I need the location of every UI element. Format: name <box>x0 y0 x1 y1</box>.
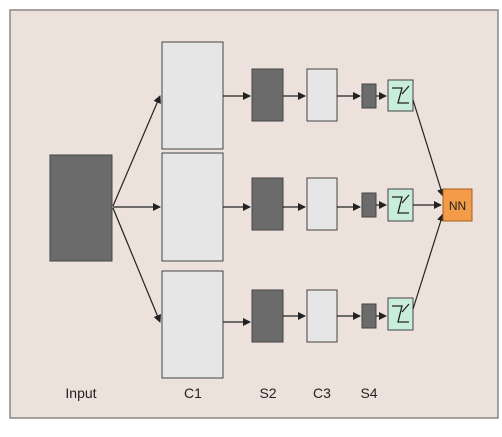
input-to-c1-top-arrow <box>112 95 161 207</box>
branch-middle <box>161 152 442 262</box>
c3-block-middle <box>306 177 338 231</box>
input-to-c1-bottom-arrow <box>112 207 162 323</box>
s2-block-middle <box>251 177 284 231</box>
c3-label: C3 <box>313 385 331 401</box>
activation-function-icon <box>387 188 414 222</box>
c3-block-bottom <box>306 289 338 343</box>
s2-label: S2 <box>259 385 276 401</box>
activation-function-icon <box>387 297 414 331</box>
branch-top <box>161 41 445 197</box>
s4-block-bottom <box>361 303 377 329</box>
nn-label: NN <box>449 199 466 213</box>
c3-block-top <box>306 68 338 122</box>
c1-block-bottom <box>161 270 224 379</box>
activation-function-icon <box>387 79 414 112</box>
s4-block-top <box>361 83 377 109</box>
s4-label: S4 <box>360 385 377 401</box>
activation-to-nn-arrow-bottom <box>412 213 445 310</box>
c1-label: C1 <box>184 385 202 401</box>
activation-to-nn-arrow-top <box>412 99 445 197</box>
s2-block-top <box>251 68 284 122</box>
s2-block-bottom <box>251 289 284 343</box>
nn-block <box>442 188 473 222</box>
input-label: Input <box>65 385 96 401</box>
c1-block-middle <box>161 152 224 262</box>
c1-block-top <box>161 41 224 150</box>
branch-bottom <box>161 213 445 379</box>
s4-block-middle <box>361 192 377 218</box>
input-block <box>49 154 113 262</box>
